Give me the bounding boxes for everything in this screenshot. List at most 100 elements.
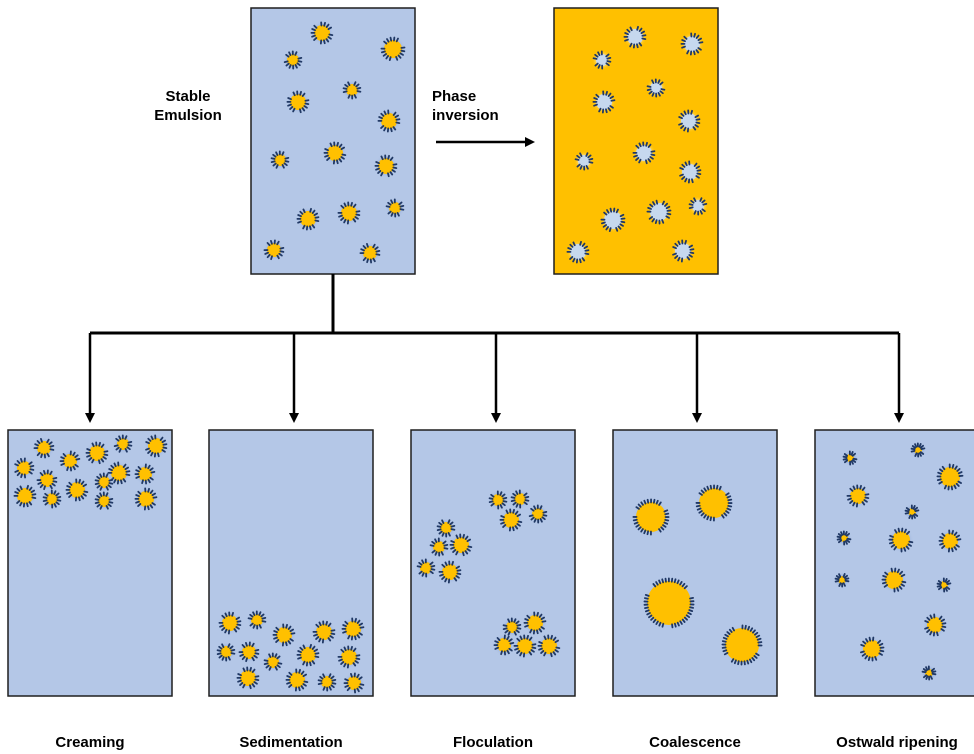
droplet (89, 445, 105, 461)
surfactant-layer (860, 636, 885, 662)
droplet (885, 571, 903, 589)
surfactant-layer (592, 50, 612, 70)
surfactant-layer (36, 469, 58, 491)
surfactant-layer (337, 645, 361, 669)
surfactant-layer (513, 634, 537, 658)
surfactant-layer (33, 437, 55, 459)
surfactant-layer (528, 504, 548, 524)
droplet (345, 621, 361, 637)
droplet (220, 646, 232, 658)
droplet (578, 155, 590, 167)
droplet (222, 615, 238, 631)
surfactant-layer (600, 207, 626, 233)
droplet (276, 627, 292, 643)
droplet (699, 488, 729, 518)
surfactant-layer (502, 617, 522, 636)
droplet (596, 54, 608, 66)
droplet (316, 624, 332, 640)
surfactant-layer (263, 652, 283, 671)
surfactant-layer (449, 533, 473, 557)
surfactant-layer (374, 154, 398, 178)
droplet (314, 25, 330, 41)
surfactant-layer (632, 498, 670, 536)
surfactant-layer (42, 489, 62, 509)
droplet (506, 621, 518, 633)
droplet (440, 522, 452, 534)
surfactant-layer (938, 529, 962, 553)
surfactant-layer (94, 491, 114, 510)
droplet (850, 488, 866, 504)
surfactant-layer (921, 665, 937, 681)
surfactant-layer (910, 442, 926, 458)
droplet (300, 647, 316, 663)
surfactant-layer (270, 150, 290, 169)
surfactant-layer (488, 490, 508, 510)
creaming-droplets (13, 434, 168, 511)
surfactant-layer (285, 668, 309, 692)
surfactant-layer (416, 558, 436, 578)
droplet (300, 211, 316, 227)
droplet (453, 537, 469, 553)
droplet (37, 441, 51, 455)
stable-emulsion-droplets (263, 21, 406, 264)
droplet (138, 491, 154, 507)
droplet (863, 640, 881, 658)
surfactant-layer (359, 242, 381, 264)
branch-arrows (85, 333, 904, 423)
surfactant-layer (342, 81, 362, 100)
droplet (341, 205, 357, 221)
droplet (274, 154, 286, 166)
droplet (138, 467, 152, 481)
surfactant-layer (881, 567, 907, 593)
surfactant-layer (238, 641, 260, 663)
surfactant-layer (499, 508, 523, 532)
tree-connector (90, 274, 899, 335)
surfactant-layer (323, 141, 347, 165)
droplet (327, 145, 343, 161)
surfactant-layer (623, 25, 647, 49)
surfactant-layer (134, 463, 156, 485)
droplet (242, 645, 256, 659)
droplet (287, 54, 299, 66)
droplet (650, 82, 662, 94)
surfactant-layer (85, 441, 109, 465)
surfactant-layer (574, 152, 594, 171)
droplet (636, 502, 666, 532)
droplet (363, 246, 377, 260)
droplet (341, 649, 357, 665)
droplet (942, 533, 958, 549)
surfactant-layer (846, 484, 870, 508)
surfactant-layer (236, 666, 260, 690)
sedimentation-label: Sedimentation (239, 734, 343, 751)
droplet (647, 581, 691, 625)
droplet (681, 113, 697, 129)
droplet (570, 244, 586, 260)
surfactant-layer (377, 109, 401, 133)
surfactant-layer (936, 577, 952, 593)
surfactant-layer (678, 109, 701, 133)
droplet (98, 476, 110, 488)
droplet (442, 564, 458, 580)
surfactant-layer (695, 484, 733, 522)
droplet (433, 541, 445, 553)
droplet (378, 158, 394, 174)
droplet (650, 203, 668, 221)
droplet (682, 164, 698, 180)
surfactant-layer (436, 519, 456, 538)
surfactant-layer (65, 478, 89, 502)
surfactant-layer (721, 624, 763, 666)
surfactant-layer (936, 463, 964, 491)
surfactant-layer (337, 201, 361, 225)
surfactant-layer (310, 21, 334, 45)
sedimentation-droplets (216, 610, 365, 694)
surfactant-layer (537, 634, 561, 658)
surfactant-layer (296, 207, 320, 231)
droplet (492, 494, 504, 506)
droplet (517, 638, 533, 654)
surfactant-layer (59, 450, 81, 472)
surfactant-layer (296, 643, 320, 667)
